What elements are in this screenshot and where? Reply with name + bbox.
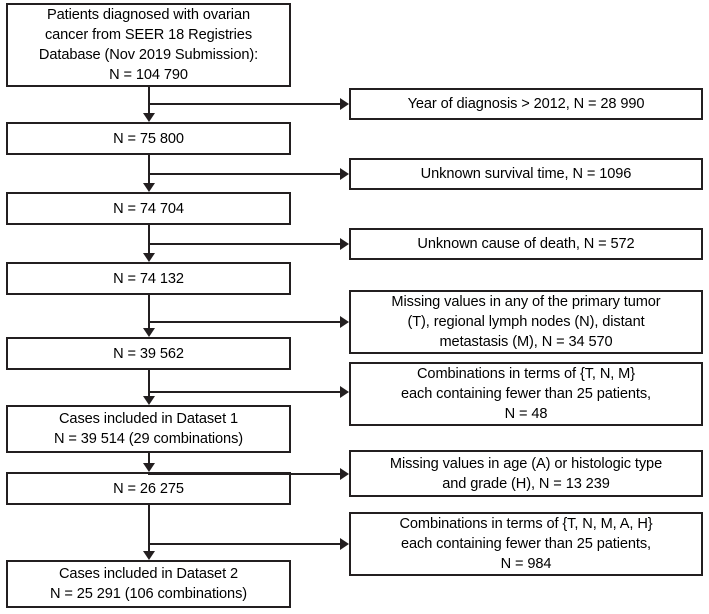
node-ex5-label: Combinations in terms of {T, N, M}each c…	[400, 366, 652, 422]
arrow-into-ex2	[340, 168, 349, 180]
arrow-into-dataset2	[143, 551, 155, 560]
arrow-into-n4	[143, 328, 155, 337]
arrow-into-ex3	[340, 238, 349, 250]
node-n3-label: N = 74 132	[113, 270, 184, 287]
connector-n3-to-n4	[148, 295, 150, 328]
node-n4: N = 39 562	[6, 337, 291, 370]
arrow-into-ex7	[340, 538, 349, 550]
branch-to-ex7	[148, 543, 342, 545]
node-n3: N = 74 132	[6, 262, 291, 295]
branch-to-ex6	[148, 473, 342, 475]
arrow-into-ex1	[340, 98, 349, 110]
arrow-into-ex4	[340, 316, 349, 328]
arrow-into-n1	[143, 113, 155, 122]
node-ex4: Missing values in any of the primary tum…	[349, 290, 703, 354]
node-n2: N = 74 704	[6, 192, 291, 225]
node-ex1-label: Year of diagnosis > 2012, N = 28 990	[407, 96, 645, 112]
node-ex2: Unknown survival time, N = 1096	[349, 158, 703, 190]
branch-to-ex2	[148, 173, 342, 175]
node-ex3: Unknown cause of death, N = 572	[349, 228, 703, 260]
arrow-into-dataset1	[143, 396, 155, 405]
connector-dataset1-to-n5	[148, 453, 150, 463]
node-ex6-label: Missing values in age (A) or histologic …	[389, 455, 663, 492]
arrow-into-n2	[143, 183, 155, 192]
connector-n1-to-n2	[148, 155, 150, 183]
node-n2-label: N = 74 704	[113, 200, 184, 217]
node-ex2-label: Unknown survival time, N = 1096	[420, 166, 632, 182]
branch-to-ex4	[148, 321, 342, 323]
branch-to-ex1	[148, 103, 342, 105]
node-ex7-label: Combinations in terms of {T, N, M, A, H}…	[399, 516, 653, 572]
node-ex6: Missing values in age (A) or histologic …	[349, 450, 703, 497]
connector-n5-to-dataset2	[148, 505, 150, 551]
branch-to-ex5	[148, 391, 342, 393]
arrow-into-n3	[143, 253, 155, 262]
node-ex7: Combinations in terms of {T, N, M, A, H}…	[349, 512, 703, 576]
arrow-into-ex5	[340, 386, 349, 398]
node-n5: N = 26 275	[6, 472, 291, 505]
connector-source-to-n1	[148, 87, 150, 115]
arrow-into-ex6	[340, 468, 349, 480]
node-n1: N = 75 800	[6, 122, 291, 155]
node-ex5: Combinations in terms of {T, N, M}each c…	[349, 362, 703, 426]
branch-to-ex3	[148, 243, 342, 245]
node-n4-label: N = 39 562	[113, 345, 184, 362]
node-ex1: Year of diagnosis > 2012, N = 28 990	[349, 88, 703, 120]
node-ex3-label: Unknown cause of death, N = 572	[417, 236, 635, 252]
node-n1-label: N = 75 800	[113, 130, 184, 147]
node-n5-label: N = 26 275	[113, 480, 184, 497]
connector-n4-to-dataset1	[148, 370, 150, 396]
arrow-into-n5	[143, 463, 155, 472]
connector-n2-to-n3	[148, 225, 150, 253]
node-ex4-label: Missing values in any of the primary tum…	[391, 294, 661, 350]
